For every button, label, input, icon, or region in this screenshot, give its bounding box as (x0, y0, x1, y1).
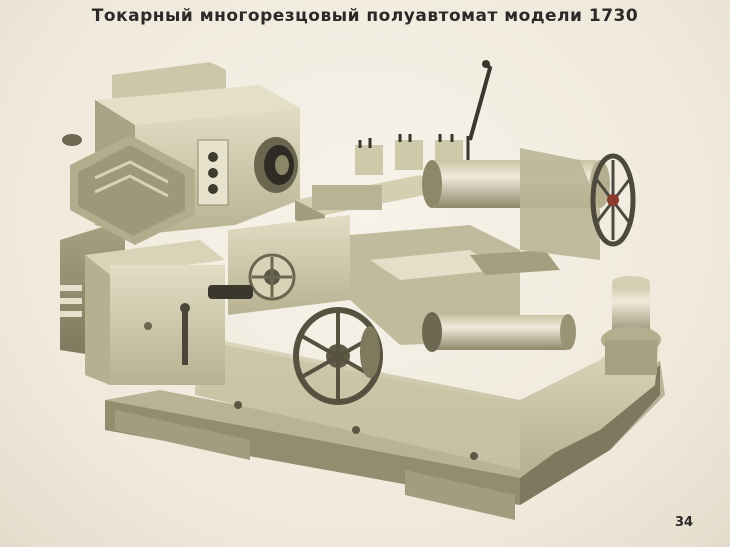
gearbox-cabinet (60, 220, 225, 385)
machine-base (105, 320, 665, 520)
control-lever (468, 60, 493, 141)
handwheel-front (293, 307, 383, 405)
tailstock-cylinder (422, 148, 610, 260)
handwheel-right (590, 153, 636, 247)
base-bolts (234, 401, 478, 460)
carriage-apron (208, 215, 350, 315)
slide-title: Токарный многорезцовый полуавтомат модел… (91, 6, 639, 26)
motor-cover (62, 134, 195, 245)
lower-spindle (422, 312, 576, 352)
coolant-pump (601, 276, 661, 375)
page-number: 34 (675, 515, 694, 530)
